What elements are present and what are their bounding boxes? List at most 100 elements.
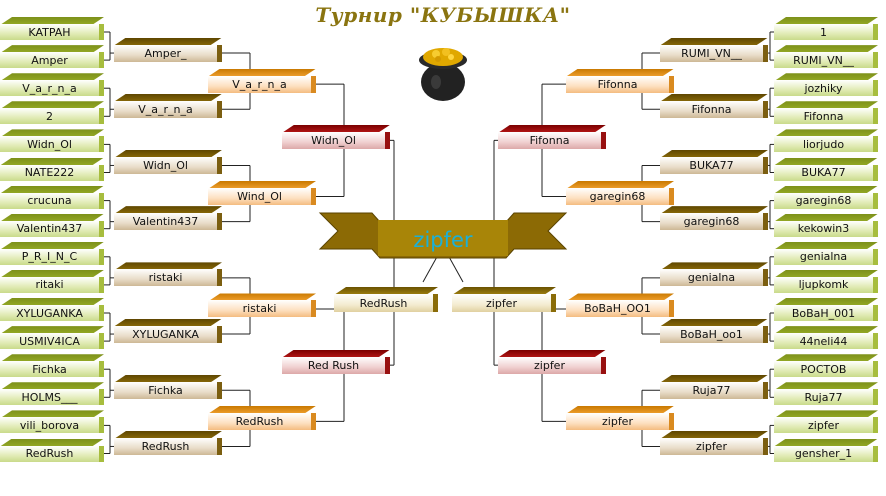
slot-bevel [114,319,222,327]
slot-bevel [0,382,104,390]
slot-bevel [282,125,390,133]
left-round3-player[interactable]: ristaki [208,293,316,318]
right-round1-player[interactable]: Fifonna [774,101,878,125]
slot-label: Valentin437 [114,213,222,231]
left-round2-player[interactable]: Fichka [114,375,222,399]
slot-bevel [0,242,104,250]
right-round1-player[interactable]: 44neli44 [774,326,878,350]
left-finalist[interactable]: RedRush [334,287,438,312]
slot-bevel [0,158,104,166]
right-round2-player[interactable]: genialna [660,262,768,287]
left-round2-player[interactable]: RedRush [114,431,222,455]
slot-bevel [452,287,556,295]
right-round2-player[interactable]: BUKA77 [660,150,768,174]
slot-bevel [774,129,878,137]
slot-bevel [774,439,878,447]
slot-bevel [114,262,222,270]
slot-label: ritaki [0,276,104,293]
left-round2-player[interactable]: V_a_r_n_a [114,94,222,118]
right-round1-player[interactable]: BoBaH_001 [774,298,878,321]
right-round2-player[interactable]: BoBaH_oo1 [660,319,768,343]
right-round2-player[interactable]: Ruja77 [660,375,768,399]
right-round4-player[interactable]: zipfer [498,350,606,374]
left-round1-player[interactable]: P_R_I_N_C [0,242,104,265]
right-round1-player[interactable]: BUKA77 [774,158,878,181]
left-round1-player[interactable]: Fichka [0,354,104,378]
right-round1-player[interactable]: POCTOB [774,354,878,378]
left-round1-player[interactable]: Widn_Ol [0,129,104,153]
slot-bevel [0,101,104,109]
slot-bevel [774,214,878,222]
left-round1-player[interactable]: RedRush [0,439,104,462]
right-finalist[interactable]: zipfer [452,287,556,312]
slot-bevel [208,181,316,189]
slot-label: KATPAH [0,24,104,40]
slot-bevel [660,206,768,214]
left-round1-player[interactable]: XYLUGANKA [0,298,104,321]
left-round2-player[interactable]: Widn_Ol [114,150,222,174]
slot-label: RedRush [208,412,316,430]
left-round1-player[interactable]: USMIV4ICA [0,326,104,350]
right-round2-player[interactable]: zipfer [660,431,768,455]
left-round1-player[interactable]: NATE222 [0,158,104,181]
slot-bevel [660,94,768,102]
left-round3-player[interactable]: Wind_Ol [208,181,316,206]
slot-label: garegin68 [660,213,768,231]
slot-bevel [660,319,768,327]
slot-bevel [498,350,606,358]
left-round2-player[interactable]: Valentin437 [114,206,222,231]
left-round2-player[interactable]: Amper_ [114,38,222,62]
left-round1-player[interactable]: vili_borova [0,410,104,434]
left-round1-player[interactable]: Valentin437 [0,214,104,237]
right-round2-player[interactable]: garegin68 [660,206,768,231]
slot-label: zipfer [566,412,674,430]
slot-label: ristaki [114,269,222,287]
right-round3-player[interactable]: zipfer [566,406,674,430]
left-round1-player[interactable]: V_a_r_n_a [0,73,104,97]
left-round2-player[interactable]: XYLUGANKA [114,319,222,343]
left-round3-player[interactable]: V_a_r_n_a [208,69,316,93]
slot-bevel [114,94,222,102]
slot-label: crucuna [0,192,104,209]
right-round1-player[interactable]: garegin68 [774,186,878,209]
left-round1-player[interactable]: crucuna [0,186,104,209]
slot-label: BoBaH_oo1 [660,325,768,343]
left-round3-player[interactable]: RedRush [208,406,316,430]
left-round4-player[interactable]: Red Rush [282,350,390,374]
slot-label: Amper_ [114,44,222,62]
right-round3-player[interactable]: garegin68 [566,181,674,206]
right-round1-player[interactable]: ljupkomk [774,270,878,293]
right-round3-player[interactable]: BoBaH_OO1 [566,293,674,318]
slot-bevel [208,293,316,301]
right-round1-player[interactable]: RUMI_VN__ [774,45,878,69]
slot-label: Fifonna [660,100,768,118]
left-round1-player[interactable]: 2 [0,101,104,125]
left-round1-player[interactable]: KATPAH [0,17,104,40]
slot-label: XYLUGANKA [0,305,104,321]
right-round1-player[interactable]: genialna [774,242,878,265]
right-round2-player[interactable]: RUMI_VN__ [660,38,768,62]
slot-bevel [0,17,104,25]
left-round4-player[interactable]: Widn_Ol [282,125,390,149]
left-round2-player[interactable]: ristaki [114,262,222,287]
slot-bevel [566,293,674,301]
right-round1-player[interactable]: jozhiky [774,73,878,97]
slot-bevel [0,45,104,53]
right-round1-player[interactable]: liorjudo [774,129,878,153]
right-round3-player[interactable]: Fifonna [566,69,674,93]
right-round2-player[interactable]: Fifonna [660,94,768,118]
right-round1-player[interactable]: 1 [774,17,878,40]
right-round1-player[interactable]: zipfer [774,410,878,434]
slot-bevel [0,439,104,447]
slot-label: Widn_Ol [114,156,222,174]
right-round1-player[interactable]: gensher_1 [774,439,878,462]
right-round4-player[interactable]: Fifonna [498,125,606,149]
slot-label: RUMI_VN__ [660,44,768,62]
left-round1-player[interactable]: ritaki [0,270,104,293]
right-round1-player[interactable]: Ruja77 [774,382,878,406]
left-round1-player[interactable]: Amper [0,45,104,69]
left-round1-player[interactable]: HOLMS___ [0,382,104,406]
right-round1-player[interactable]: kekowin3 [774,214,878,237]
slot-label: ristaki [208,300,316,318]
